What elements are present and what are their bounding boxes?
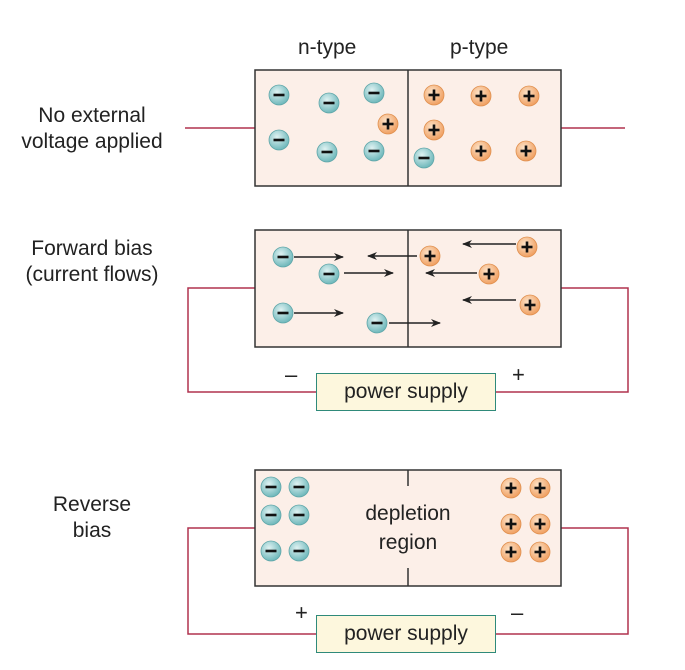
electron-icon: [288, 540, 310, 562]
terminal-sign-left: –: [285, 362, 298, 387]
hole-icon: [529, 477, 551, 499]
circuit-wire-right: [496, 527, 629, 635]
hole-icon: [377, 113, 399, 135]
terminal-sign-right: –: [511, 600, 524, 625]
hole-icon: [518, 85, 540, 107]
hole-icon: [529, 513, 551, 535]
electron-icon: [268, 129, 290, 151]
terminal-sign-left: +: [295, 600, 308, 625]
electron-icon: [260, 540, 282, 562]
panel-reverse-bias: [187, 469, 629, 635]
hole-icon: [529, 541, 551, 563]
power-supply: power supply: [316, 615, 496, 653]
electron-icon: [366, 312, 388, 334]
hole-icon: [500, 541, 522, 563]
electron-icon: [288, 476, 310, 498]
electron-icon: [260, 476, 282, 498]
panel-label-forward-bias: Forward bias (current flows): [4, 236, 180, 288]
panel-label-reverse-bias: Reverse bias: [4, 492, 180, 544]
label-line: (current flows): [25, 263, 159, 286]
panel-no-voltage: [185, 69, 625, 187]
hole-icon: [515, 140, 537, 162]
electron-icon: [272, 246, 294, 268]
electron-icon: [260, 504, 282, 526]
hole-icon: [423, 119, 445, 141]
circuit-wire-left: [187, 527, 316, 635]
circuit-wire-right: [496, 287, 629, 393]
p-type-header: p-type: [450, 36, 509, 59]
circuit-wire-left: [187, 287, 316, 393]
electron-icon: [363, 140, 385, 162]
label-line: region: [378, 531, 438, 554]
label-line: depletion: [365, 502, 451, 525]
electron-icon: [318, 92, 340, 114]
label-line: No external: [38, 104, 146, 127]
depletion-region-label: depletion region: [338, 499, 478, 557]
hole-icon: [423, 84, 445, 106]
electron-icon: [272, 302, 294, 324]
hole-icon: [478, 263, 500, 285]
electron-icon: [413, 147, 435, 169]
label-line: Reverse: [52, 493, 132, 516]
hole-icon: [470, 140, 492, 162]
label-line: voltage applied: [21, 130, 163, 153]
electron-icon: [288, 504, 310, 526]
electron-icon: [318, 263, 340, 285]
label-line: Forward bias: [31, 237, 153, 260]
panel-forward-bias: [187, 229, 629, 393]
panel-label-no-voltage: No external voltage applied: [4, 103, 180, 155]
hole-icon: [519, 294, 541, 316]
electron-icon: [268, 84, 290, 106]
terminal-sign-right: +: [512, 362, 525, 387]
electron-icon: [363, 82, 385, 104]
n-type-header: n-type: [298, 36, 357, 59]
hole-icon: [500, 513, 522, 535]
power-supply: power supply: [316, 373, 496, 411]
hole-icon: [500, 477, 522, 499]
hole-icon: [419, 245, 441, 267]
hole-icon: [516, 236, 538, 258]
hole-icon: [470, 85, 492, 107]
electron-icon: [316, 141, 338, 163]
label-line: bias: [72, 519, 112, 542]
